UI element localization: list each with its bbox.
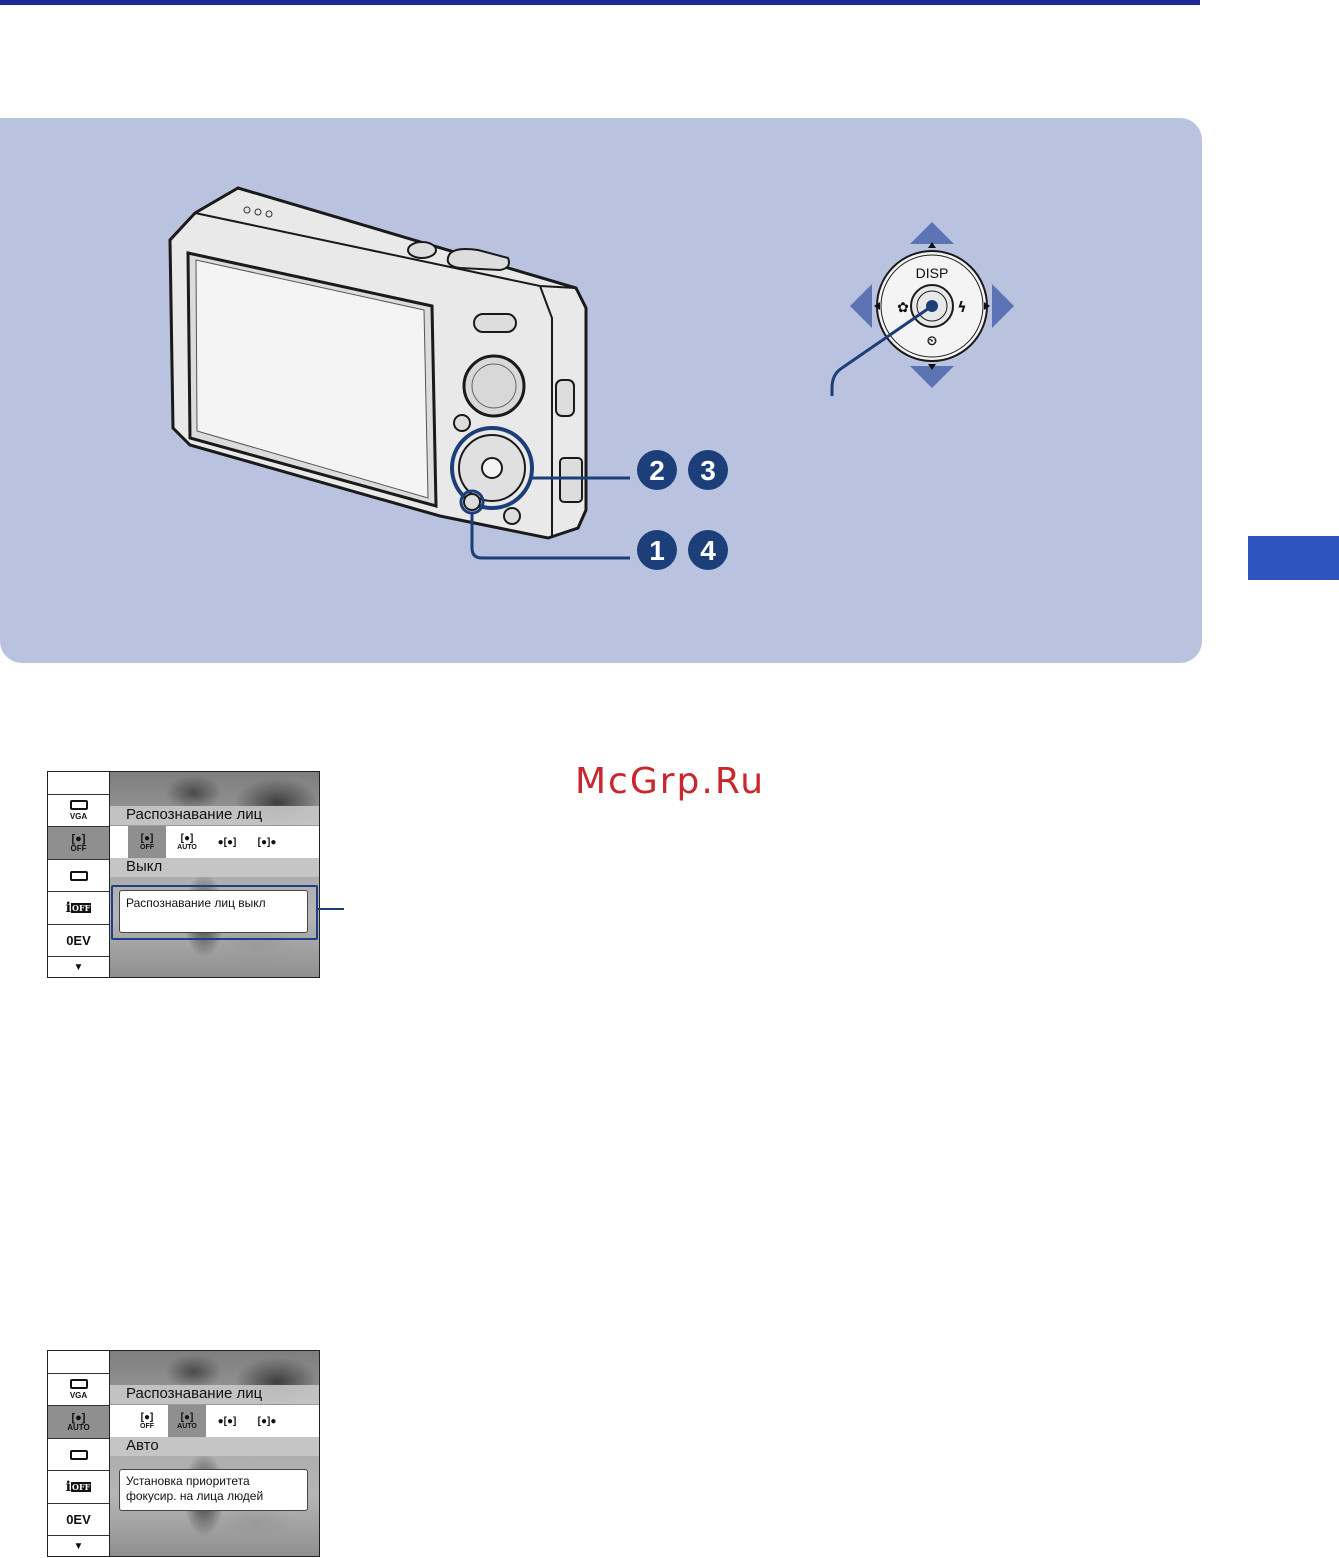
arrow-up-icon (910, 222, 954, 244)
callout-num-3: 3 (700, 455, 716, 486)
camera-illustration: 2 3 1 4 DISP ✿ ϟ ⏲ (0, 118, 1202, 663)
face-detection-icon: [●]AUTO (67, 1413, 90, 1432)
option-adult-priority[interactable]: [●]● (248, 1405, 286, 1437)
selected-value: Авто (110, 1437, 319, 1456)
face-detection-item[interactable]: [●]AUTO (48, 1405, 109, 1438)
callout-14: 1 4 (637, 530, 728, 570)
menu-button (464, 494, 480, 510)
menu-sidebar: VGA [●]OFF iOFF 0EV ▼ (48, 772, 110, 977)
section-tab (1248, 536, 1339, 580)
menu-title: Распознавание лиц (110, 1385, 319, 1404)
shutter-button (448, 249, 509, 270)
option-auto[interactable]: [●]AUTO (168, 1405, 206, 1437)
display-item[interactable] (48, 1438, 109, 1470)
display-icon (70, 1450, 88, 1460)
callout-num-1: 1 (649, 535, 665, 566)
option-off[interactable]: [●]OFF (128, 1405, 166, 1437)
menu-title: Распознавание лиц (110, 806, 319, 825)
image-size-item[interactable]: VGA (48, 1373, 109, 1405)
watermark: McGrp.Ru (575, 762, 785, 802)
mode-switch (474, 314, 516, 332)
arrow-right-icon (992, 284, 1014, 328)
display-icon (70, 871, 88, 881)
option-row: [●]OFF [●]AUTO ●[●] [●]● (110, 1405, 319, 1437)
power-button (408, 242, 436, 258)
callout-num-2: 2 (649, 455, 665, 486)
display-item[interactable] (48, 859, 109, 891)
macro-icon: ✿ (897, 300, 909, 316)
callout-num-4: 4 (700, 535, 716, 566)
option-adult-priority[interactable]: [●]● (248, 826, 286, 858)
zoom-dial (464, 356, 524, 416)
face-detection-item[interactable]: [●]OFF (48, 826, 109, 859)
option-auto[interactable]: [●]AUTO (168, 826, 206, 858)
option-child-priority[interactable]: ●[●] (208, 1405, 246, 1437)
lcd-screen-face-detection-off: VGA [●]OFF iOFF 0EV ▼ Распознавание лиц … (47, 771, 320, 978)
help-message: Установка приоритета фокусир. на лица лю… (119, 1469, 308, 1511)
scene-recognition-item[interactable]: iOFF (48, 891, 109, 924)
face-detection-icon: [●]OFF (71, 834, 87, 853)
image-size-item[interactable]: VGA (48, 794, 109, 826)
menu-sidebar: VGA [●]AUTO iOFF 0EV ▼ (48, 1351, 110, 1556)
ev-item[interactable]: 0EV (48, 1503, 109, 1535)
flash-icon: ϟ (957, 300, 966, 316)
option-child-priority[interactable]: ●[●] (208, 826, 246, 858)
callout-23: 2 3 (637, 450, 728, 490)
option-off[interactable]: [●]OFF (128, 826, 166, 858)
lcd-screen-face-detection-auto: VGA [●]AUTO iOFF 0EV ▼ Распознавание лиц… (47, 1350, 320, 1557)
scroll-down-icon[interactable]: ▼ (48, 1535, 109, 1556)
option-row: [●]OFF [●]AUTO ●[●] [●]● (110, 826, 319, 858)
iscn-icon: iOFF (66, 1482, 92, 1493)
help-message: Распознавание лиц выкл (119, 890, 308, 933)
illustration-panel: 2 3 1 4 DISP ✿ ϟ ⏲ (0, 118, 1202, 663)
disp-label: DISP (916, 265, 949, 281)
self-timer-icon: ⏲ (927, 334, 937, 349)
header-rule (0, 0, 1200, 5)
scene-recognition-item[interactable]: iOFF (48, 1470, 109, 1503)
scroll-down-icon[interactable]: ▼ (48, 956, 109, 977)
selected-value: Выкл (110, 858, 319, 877)
iscn-icon: iOFF (66, 903, 92, 914)
message-pointer (318, 908, 344, 910)
ev-item[interactable]: 0EV (48, 924, 109, 956)
arrow-left-icon (850, 284, 872, 328)
